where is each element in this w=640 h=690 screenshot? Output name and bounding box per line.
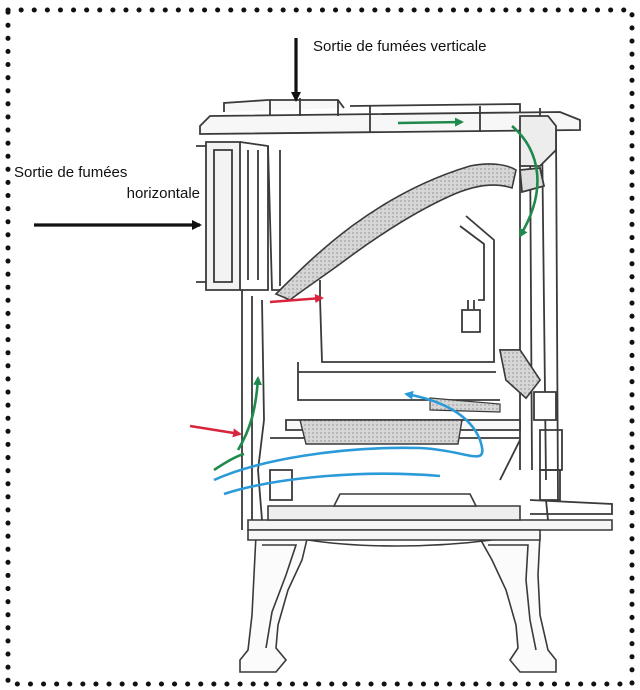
red-airflow-arrows bbox=[189, 294, 324, 438]
stove-base bbox=[247, 493, 613, 541]
blue-airflow-arrows bbox=[213, 390, 484, 496]
dotted-border bbox=[5, 7, 635, 687]
horizontal-outlet-label-line2: horizontale bbox=[126, 185, 200, 202]
green-airflow-arrows bbox=[236, 117, 539, 451]
stove-legs bbox=[239, 534, 557, 673]
hearth-brick bbox=[299, 419, 463, 445]
stove-body bbox=[196, 98, 613, 530]
horizontal-outlet-label-line1: Sortie de fumées bbox=[14, 164, 128, 181]
baffle-plate bbox=[274, 163, 517, 301]
green-stub bbox=[213, 452, 245, 472]
horizontal-outlet-label: Sortie de fumées horizontale bbox=[14, 162, 202, 204]
vertical-outlet-label: Sortie de fumées verticale bbox=[313, 38, 487, 55]
front-baffle bbox=[499, 349, 541, 400]
